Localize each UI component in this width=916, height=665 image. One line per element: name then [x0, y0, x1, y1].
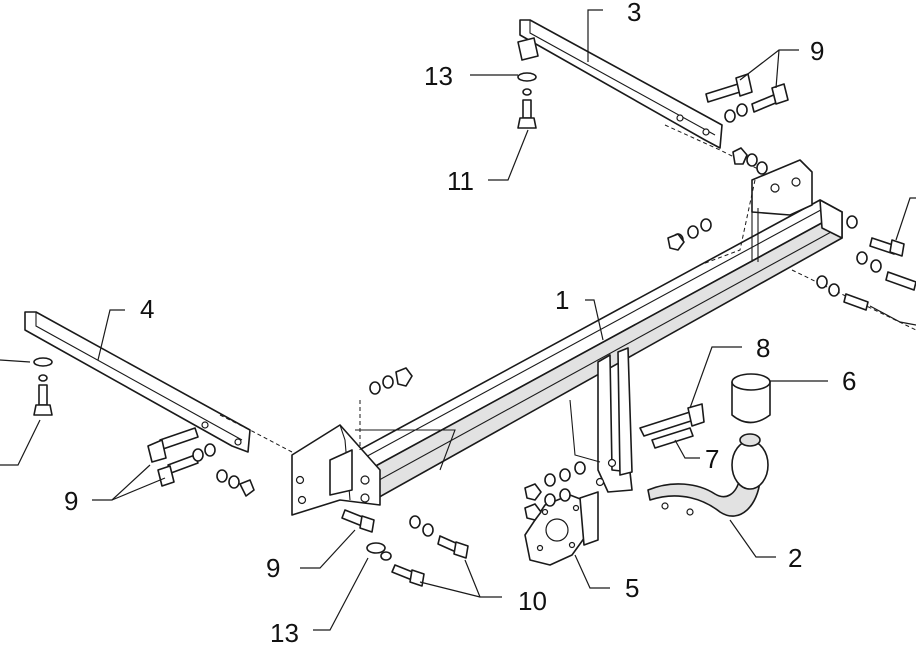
- bracket-right: [699, 159, 916, 331]
- label-washer-13-bottom: 13: [270, 618, 299, 648]
- label-cross-tube-1: 1: [555, 285, 569, 315]
- leader-lines: [0, 9, 916, 631]
- label-washer-13-top: 13: [424, 61, 453, 91]
- label-towball-2: 2: [788, 543, 802, 573]
- label-bolts-9-top: 9: [810, 36, 824, 66]
- bolt-left-side: [33, 357, 53, 416]
- label-bolt-11: 11: [447, 166, 474, 196]
- label-bolt-9-bottom: 9: [266, 553, 280, 583]
- side-bar-3: [519, 19, 761, 171]
- ball-cap-6: [731, 373, 771, 424]
- side-bar-4: [24, 311, 293, 453]
- label-bolt-8: 8: [756, 333, 770, 363]
- label-socket-plate-5: 5: [625, 573, 639, 603]
- socket-plate-5: [524, 491, 599, 566]
- bolts-9-top: [705, 73, 789, 175]
- bolts-bottom: [341, 509, 469, 587]
- bolt-11-washer-13-top: [517, 37, 539, 129]
- label-bolts-10: 10: [518, 586, 547, 616]
- nuts-center: [369, 218, 712, 395]
- label-side-bar-3: 3: [627, 0, 641, 27]
- label-bolt-7: 7: [705, 444, 719, 474]
- nuts-socket: [524, 461, 586, 521]
- bolts-7-8: [639, 403, 705, 449]
- bolts-9-left: [147, 427, 255, 497]
- label-ball-cap-6: 6: [842, 366, 856, 396]
- drop-bracket: [569, 347, 633, 493]
- label-bolts-9-left: 9: [64, 486, 78, 516]
- bracket-left: [291, 400, 456, 516]
- towball-neck-2: [647, 433, 769, 517]
- bolts-right-edge: [816, 215, 916, 311]
- label-side-bar-4: 4: [140, 294, 154, 324]
